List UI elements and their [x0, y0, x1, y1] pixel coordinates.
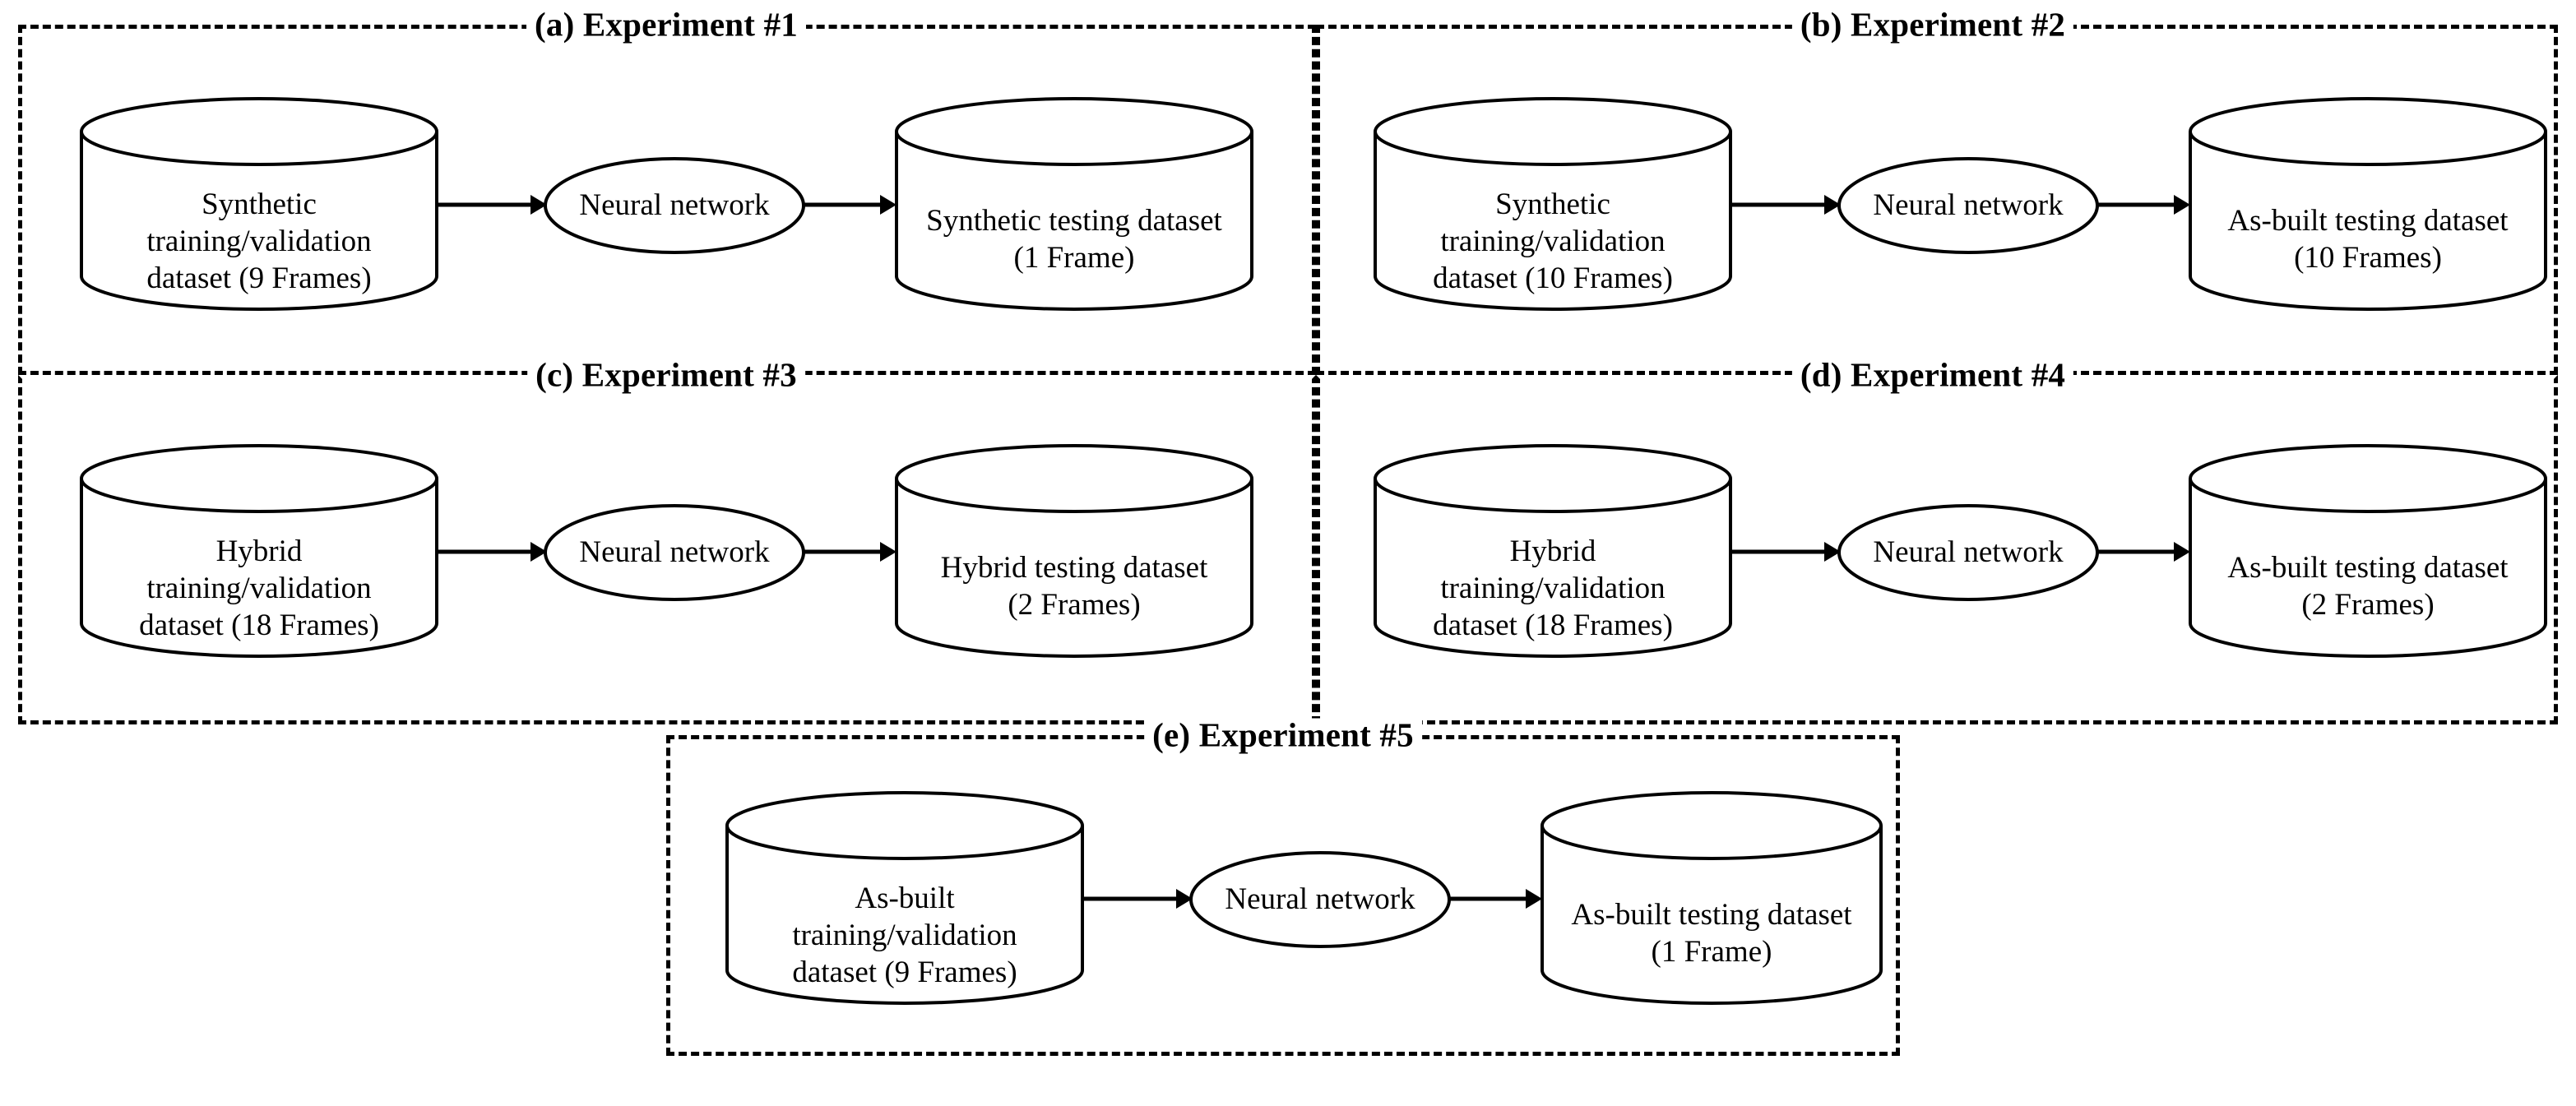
arrow-source-to-network-4: [1732, 539, 1841, 564]
ellipse-shape: [1837, 504, 2099, 601]
panel-caption-experiment-5: (e) Experiment #5: [1144, 718, 1422, 752]
arrow-network-to-target-4: [2096, 539, 2190, 564]
cylinder-hybrid-training-validation-dataset-3: Hybrid training/validation dataset (18 F…: [78, 444, 440, 658]
cylinder-synthetic-training-validation-dataset-2: Synthetic training/validation dataset (1…: [1372, 97, 1734, 311]
arrow-network-to-target-3: [802, 539, 897, 564]
arrow-shape: [2096, 542, 2190, 562]
ellipse-neural-network-3: Neural network: [543, 503, 806, 602]
arrow-shape: [1732, 542, 1841, 562]
arrow-shape: [2096, 195, 2190, 215]
cylinder-shape: [2189, 444, 2547, 658]
panel-caption-experiment-4: (d) Experiment #4: [1791, 358, 2074, 392]
arrow-shape: [1732, 195, 1841, 215]
cylinder-hybrid-training-validation-dataset-4: Hybrid training/validation dataset (18 F…: [1372, 444, 1734, 658]
arrow-shape: [802, 195, 897, 215]
cylinder-shape: [1374, 444, 1732, 658]
cylinder-synthetic-testing-dataset: Synthetic testing dataset (1 Frame): [893, 97, 1255, 311]
ellipse-neural-network-5: Neural network: [1188, 850, 1452, 949]
cylinder-shape: [1541, 791, 1883, 1005]
ellipse-shape: [1837, 157, 2099, 254]
arrow-source-to-network-2: [1732, 192, 1841, 217]
cylinder-shape: [895, 444, 1253, 658]
ellipse-neural-network-1: Neural network: [543, 156, 806, 255]
cylinder-shape: [725, 791, 1084, 1005]
cylinder-shape: [1374, 97, 1732, 311]
panel-caption-experiment-3: (c) Experiment #3: [527, 358, 805, 392]
cylinder-shape: [80, 444, 438, 658]
arrow-source-to-network-3: [438, 539, 547, 564]
arrow-shape: [802, 542, 897, 562]
cylinder-as-built-testing-dataset-2: As-built testing dataset (10 Frames): [2187, 97, 2549, 311]
arrow-source-to-network-1: [438, 192, 547, 217]
panel-caption-experiment-1: (a) Experiment #1: [526, 7, 806, 42]
ellipse-shape: [1189, 851, 1451, 948]
arrow-shape: [438, 542, 547, 562]
cylinder-as-built-testing-dataset-4: As-built testing dataset (2 Frames): [2187, 444, 2549, 658]
arrow-network-to-target-1: [802, 192, 897, 217]
arrow-shape: [1084, 889, 1193, 909]
ellipse-shape: [544, 504, 805, 601]
arrow-network-to-target-2: [2096, 192, 2190, 217]
arrow-source-to-network-5: [1084, 886, 1193, 911]
cylinder-synthetic-training-validation-dataset-1: Synthetic training/validation dataset (9…: [78, 97, 440, 311]
cylinder-hybrid-testing-dataset: Hybrid testing dataset (2 Frames): [893, 444, 1255, 658]
panel-caption-experiment-2: (b) Experiment #2: [1791, 7, 2074, 42]
arrow-shape: [438, 195, 547, 215]
ellipse-neural-network-2: Neural network: [1837, 156, 2100, 255]
arrow-shape: [1448, 889, 1542, 909]
ellipse-shape: [544, 157, 805, 254]
panel-experiment-3: [18, 375, 1316, 724]
cylinder-shape: [895, 97, 1253, 311]
cylinder-as-built-testing-dataset-5: As-built testing dataset (1 Frame): [1539, 791, 1884, 1005]
cylinder-shape: [2189, 97, 2547, 311]
cylinder-as-built-training-validation-dataset: As-built training/validation dataset (9 …: [724, 791, 1086, 1005]
cylinder-shape: [80, 97, 438, 311]
panel-experiment-4: [1316, 375, 2558, 724]
arrow-network-to-target-5: [1448, 886, 1542, 911]
ellipse-neural-network-4: Neural network: [1837, 503, 2100, 602]
